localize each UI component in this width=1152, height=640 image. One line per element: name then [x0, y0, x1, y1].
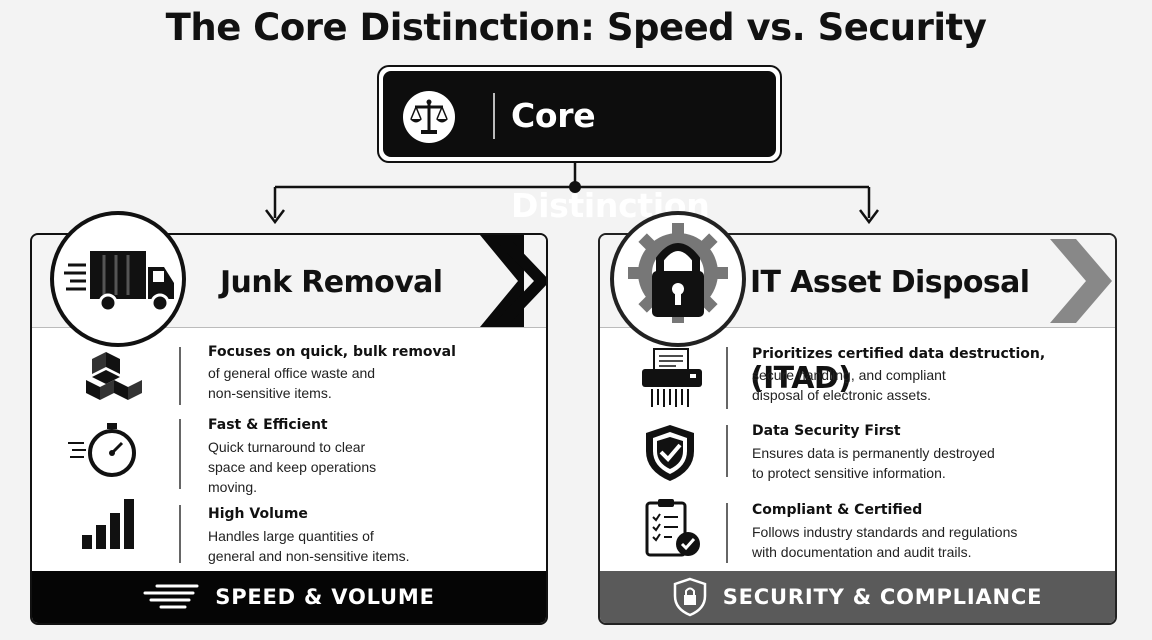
item-heading: Data Security First — [752, 423, 901, 439]
core-distinction-box: Core Distinction — [377, 65, 782, 225]
balance-scale-icon — [403, 91, 455, 143]
stopwatch-icon — [66, 417, 146, 483]
boxes-icon — [84, 350, 144, 406]
item-heading: High Volume — [208, 506, 308, 522]
header-chevron — [1050, 239, 1112, 323]
footer-label: SECURITY & COMPLIANCE — [722, 585, 1043, 609]
item-body: Handles large quantities of general and … — [208, 528, 410, 564]
shield-lock-icon — [673, 577, 706, 617]
item-body: Follows industry standards and regulatio… — [752, 524, 1018, 560]
core-label: Core Distinction — [511, 96, 710, 225]
item-heading: Focuses on quick, bulk removal — [208, 344, 456, 360]
itad-title: IT Asset Disposal (ITAD) — [750, 265, 1030, 396]
item-body: Ensures data is permanently destroyed to… — [752, 445, 995, 481]
item-heading: Prioritizes certified data destruction, — [752, 346, 1046, 362]
footer-label: SPEED & VOLUME — [215, 585, 435, 609]
item-body: of general office waste and non-sensitiv… — [208, 365, 376, 401]
truck-icon — [50, 211, 186, 347]
bar-chart-icon — [80, 497, 140, 555]
speed-lines-icon — [143, 584, 199, 609]
shield-check-icon — [644, 423, 696, 487]
page-title: The Core Distinction: Speed vs. Security — [165, 6, 987, 49]
item-body: Quick turnaround to clear space and keep… — [208, 439, 377, 495]
gear-padlock-icon — [610, 211, 746, 347]
item-heading: Fast & Efficient — [208, 417, 328, 433]
shredder-icon — [640, 347, 704, 413]
core-divider — [493, 93, 495, 139]
connector-lines — [265, 163, 879, 225]
security-compliance-footer: SECURITY & COMPLIANCE — [600, 571, 1115, 623]
clipboard-check-icon — [644, 497, 702, 563]
junk-removal-title: Junk Removal — [220, 265, 443, 300]
speed-volume-footer: SPEED & VOLUME — [32, 571, 546, 623]
item-heading: Compliant & Certified — [752, 502, 923, 518]
itad-panel: IT Asset Disposal (ITAD) Prioritizes cer… — [598, 233, 1117, 625]
item-body: secure handling, and compliant disposal … — [752, 367, 946, 403]
